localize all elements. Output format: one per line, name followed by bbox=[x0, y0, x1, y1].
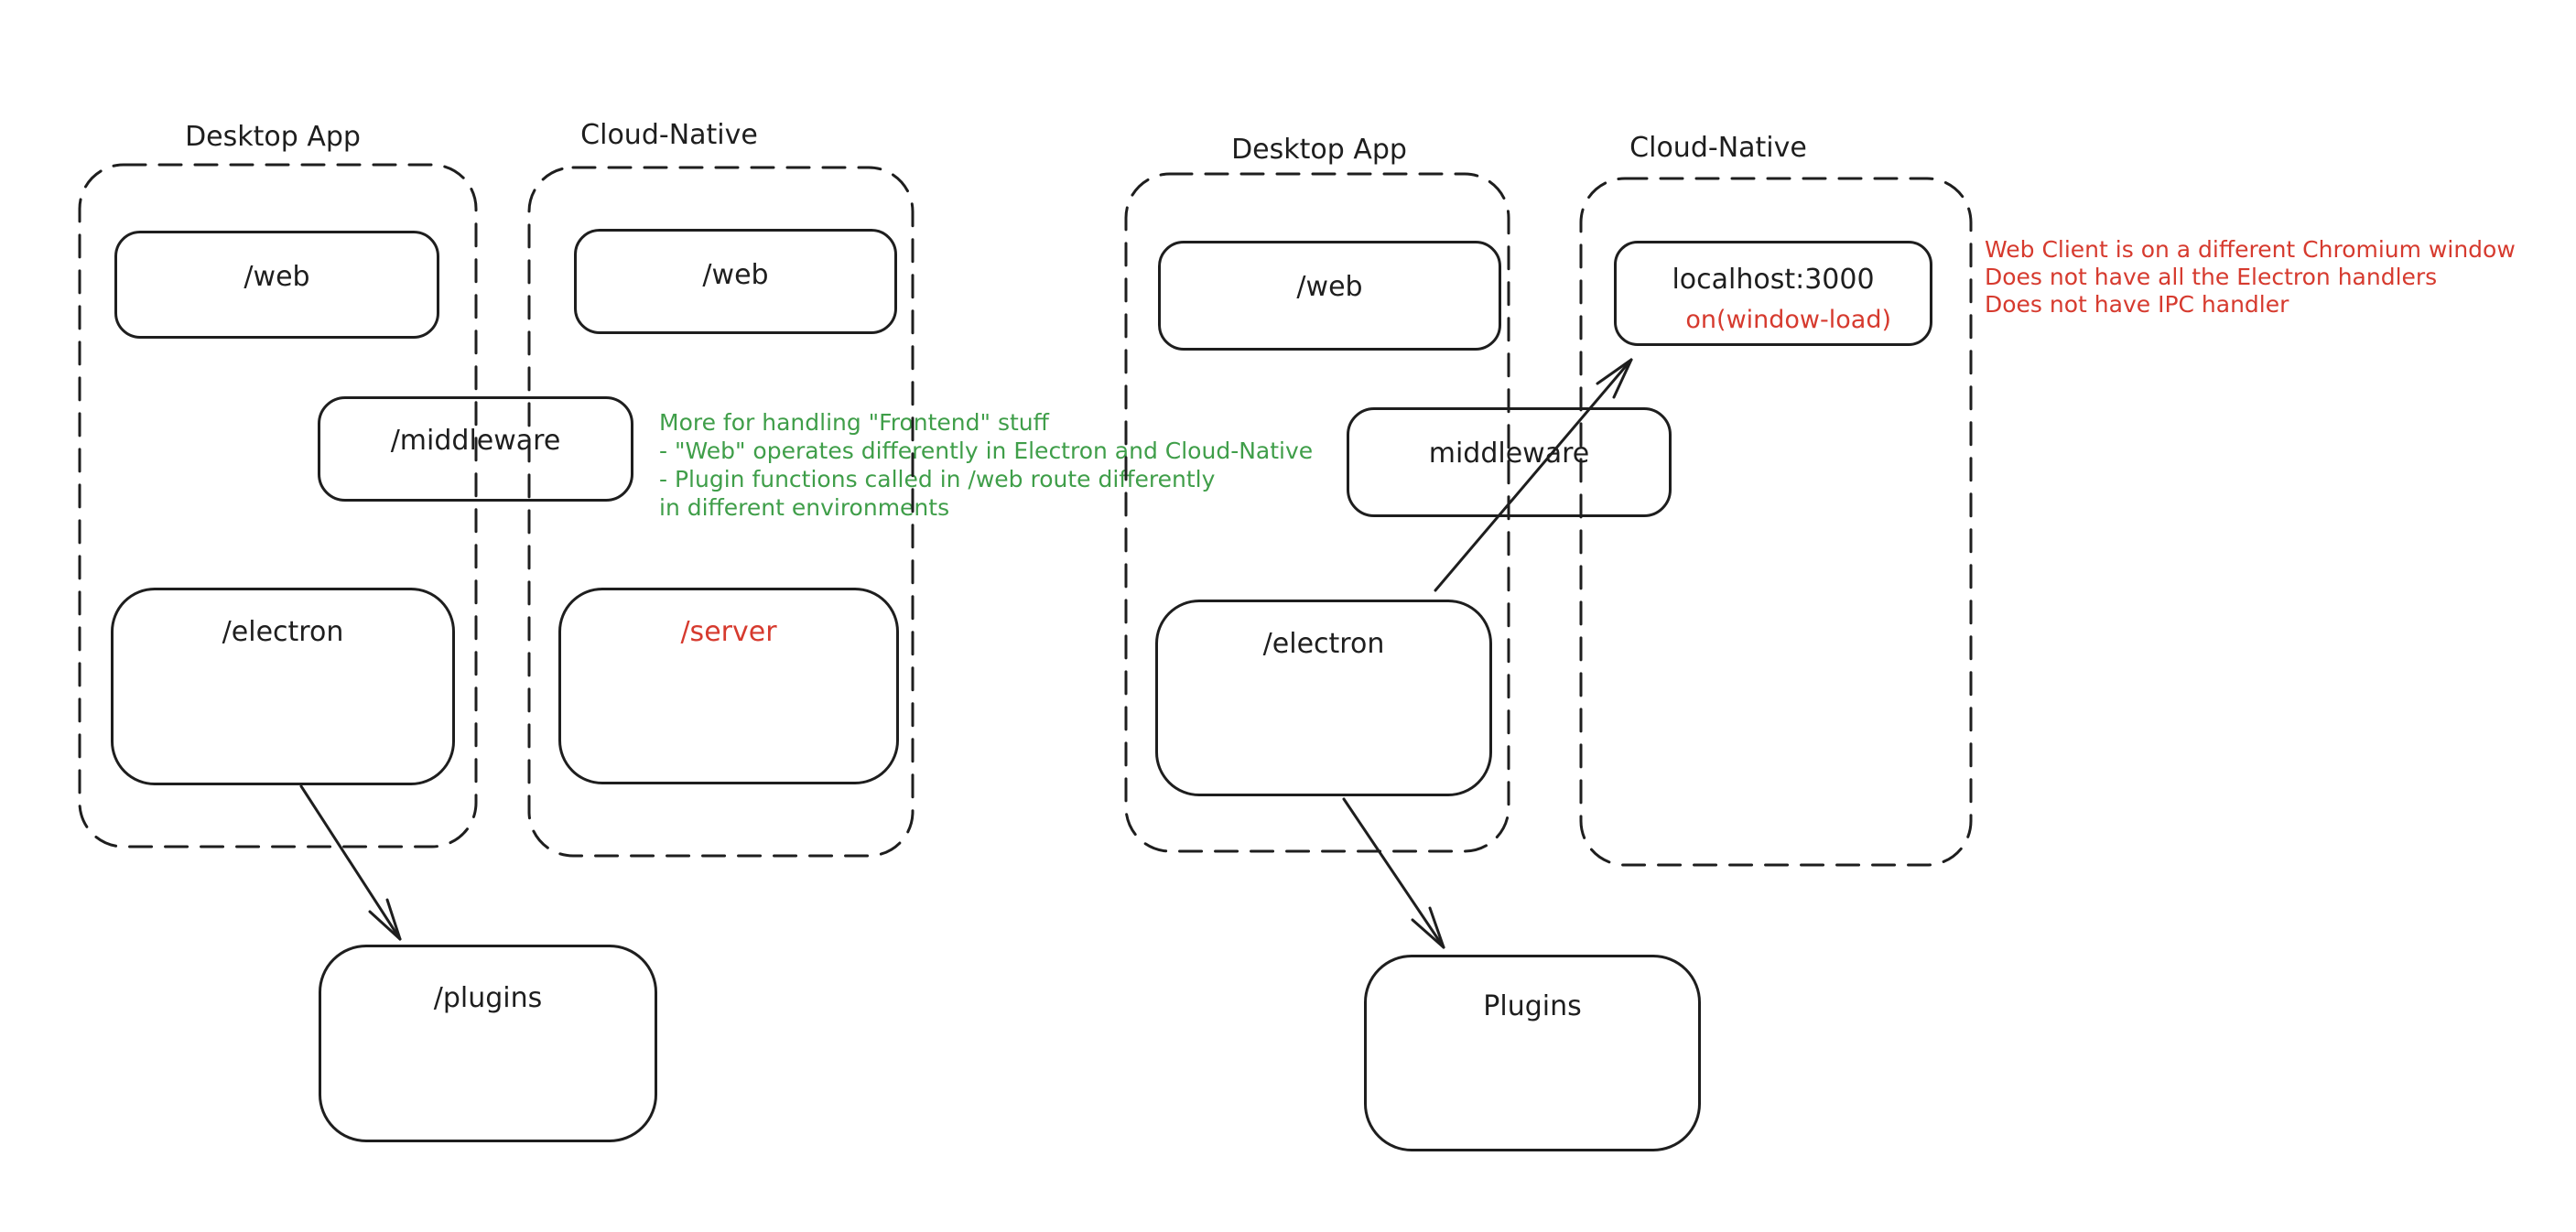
left-middleware-label: /middleware bbox=[390, 425, 561, 457]
left-server-label: /server bbox=[680, 616, 777, 648]
right-desktop-web-label: /web bbox=[1296, 271, 1363, 303]
right-electron-label: /electron bbox=[1262, 628, 1385, 660]
left-plugins-label: /plugins bbox=[433, 982, 543, 1014]
right-middleware-label: middleware bbox=[1428, 438, 1590, 470]
left-electron-box[interactable]: /electron bbox=[111, 588, 455, 785]
green-note-line: More for handling "Frontend" stuff bbox=[659, 409, 1049, 436]
green-note-line: - Plugin functions called in /web route … bbox=[659, 466, 1216, 492]
right-localhost-box[interactable]: localhost:3000 on(window-load) bbox=[1614, 241, 1932, 346]
red-note-line: Does not have IPC handler bbox=[1985, 291, 2289, 318]
right-middleware-box[interactable]: middleware bbox=[1347, 407, 1672, 517]
left-desktop-app-title[interactable]: Desktop App bbox=[185, 121, 361, 153]
green-note[interactable]: More for handling "Frontend" stuff - "We… bbox=[659, 408, 1313, 522]
left-cloud-web-box[interactable]: /web bbox=[574, 229, 897, 334]
left-cloud-web-label: /web bbox=[702, 259, 769, 291]
left-plugins-box[interactable]: /plugins bbox=[319, 945, 657, 1142]
right-plugins-box[interactable]: Plugins bbox=[1364, 955, 1701, 1151]
right-desktop-app-title[interactable]: Desktop App bbox=[1231, 134, 1407, 166]
red-note[interactable]: Web Client is on a different Chromium wi… bbox=[1985, 236, 2516, 319]
left-electron-to-plugins-arrow[interactable] bbox=[299, 784, 402, 941]
left-desktop-web-box[interactable]: /web bbox=[114, 231, 439, 339]
right-plugins-label: Plugins bbox=[1483, 990, 1582, 1022]
left-cloud-native-title[interactable]: Cloud-Native bbox=[580, 119, 758, 151]
left-desktop-web-label: /web bbox=[244, 261, 310, 293]
red-note-line: Does not have all the Electron handlers bbox=[1985, 264, 2438, 290]
window-load-label: on(window-load) bbox=[1685, 306, 1891, 334]
right-desktop-web-box[interactable]: /web bbox=[1158, 241, 1501, 351]
right-electron-box[interactable]: /electron bbox=[1155, 600, 1492, 796]
left-middleware-box[interactable]: /middleware bbox=[318, 396, 633, 502]
green-note-line: in different environments bbox=[659, 494, 950, 521]
localhost-label: localhost:3000 bbox=[1672, 264, 1875, 296]
right-electron-to-plugins-arrow[interactable] bbox=[1342, 797, 1445, 949]
right-cloud-native-title[interactable]: Cloud-Native bbox=[1629, 132, 1807, 164]
left-server-box[interactable]: /server bbox=[558, 588, 899, 784]
left-electron-label: /electron bbox=[222, 616, 344, 648]
red-note-line: Web Client is on a different Chromium wi… bbox=[1985, 236, 2516, 263]
green-note-line: - "Web" operates differently in Electron… bbox=[659, 438, 1314, 464]
